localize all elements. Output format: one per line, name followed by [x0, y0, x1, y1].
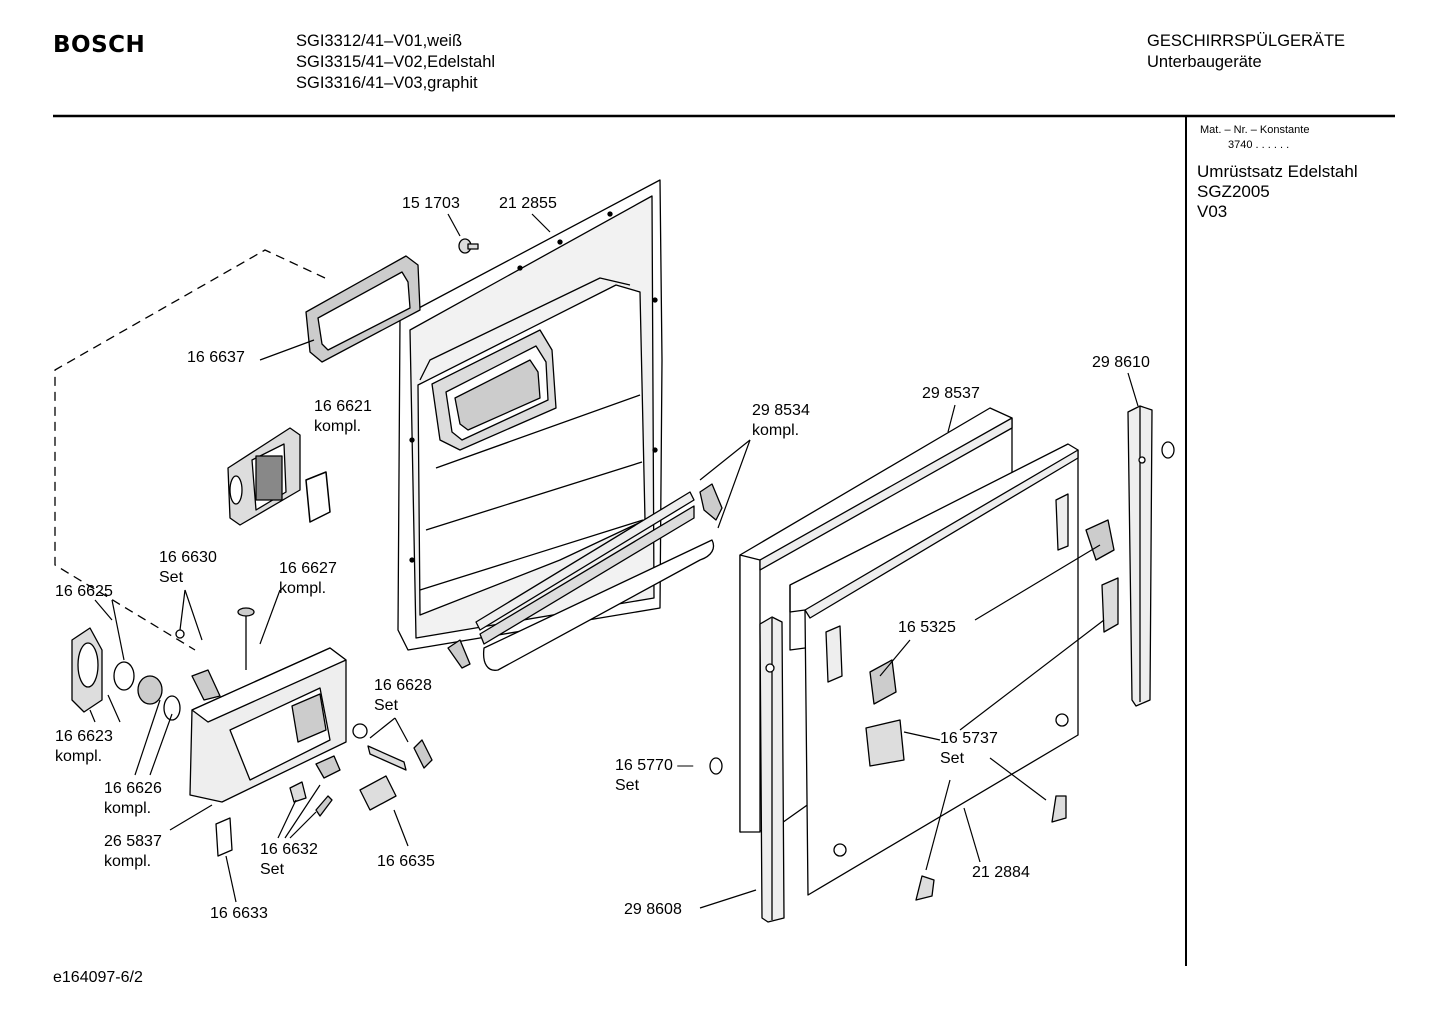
screw-part — [458, 238, 479, 254]
dispenser-lid — [227, 427, 331, 526]
mat-number-label: Mat. – Nr. – Konstante — [1200, 124, 1310, 136]
assembly-guide-dashed — [54, 249, 326, 651]
window-gasket — [305, 255, 421, 363]
sidebar-info-2: SGZ2005 — [1197, 182, 1270, 201]
part-label-166637: 16 6637 — [187, 349, 245, 366]
part-label-212855: 21 2855 — [499, 195, 557, 212]
dispenser-housing — [189, 647, 347, 803]
part-label-165770: 16 5770 —Set — [615, 757, 694, 794]
category-title: GESCHIRRSPÜLGERÄTE — [1147, 32, 1346, 50]
part-label-166633: 16 6633 — [210, 905, 268, 922]
label-leader-lines — [89, 213, 1139, 909]
part-label-298610: 29 8610 — [1092, 354, 1150, 371]
small-spring-parts — [215, 723, 433, 857]
hinge-bracket — [709, 519, 1119, 901]
part-label-166625: 16 6625 — [55, 583, 113, 600]
sidebar-info-3: V03 — [1197, 202, 1228, 221]
right-side-rail — [1127, 405, 1175, 707]
model-line-2: SGI3315/41–V02,Edelstahl — [296, 53, 496, 71]
part-label-165325: 16 5325 — [898, 619, 956, 636]
model-line-1: SGI3312/41–V01,weiß — [296, 32, 463, 50]
part-label-166635: 16 6635 — [377, 853, 435, 870]
part-label-212884: 21 2884 — [972, 864, 1030, 881]
left-side-rail — [759, 616, 785, 923]
part-label-298537: 29 8537 — [922, 385, 980, 402]
subcategory-title: Unterbaugeräte — [1147, 53, 1262, 71]
mat-number-value: 3740 . . . . . . — [1228, 139, 1290, 151]
part-label-298608: 29 8608 — [624, 901, 682, 918]
brand-logo: BOSCH — [53, 32, 146, 58]
document-id: e164097-6/2 — [53, 969, 143, 986]
detergent-window — [431, 329, 557, 451]
model-line-3: SGI3316/41–V03,graphit — [296, 74, 478, 92]
decor-frame-panel — [789, 443, 1079, 896]
knob-assembly — [71, 607, 255, 721]
part-label-151703: 15 1703 — [402, 195, 460, 212]
sidebar-info-1: Umrüstsatz Edelstahl — [1197, 162, 1358, 181]
bottom-seal-strip — [447, 483, 723, 671]
inner-door-panel — [397, 179, 663, 651]
